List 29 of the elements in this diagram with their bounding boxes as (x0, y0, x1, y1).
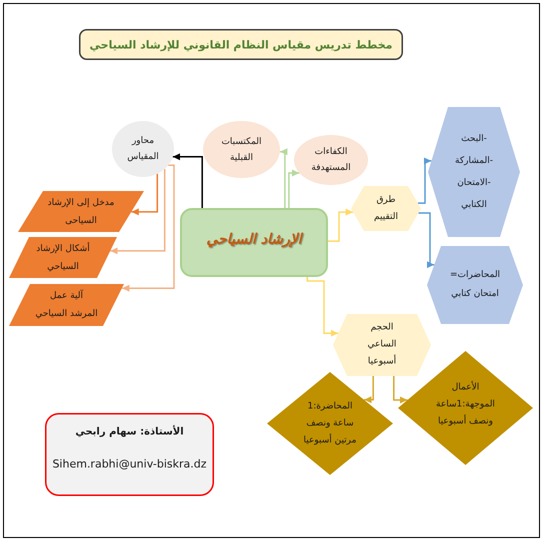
arrow (418, 212, 434, 268)
arrow (364, 376, 374, 404)
arrow (328, 208, 354, 242)
arrow (393, 376, 408, 404)
ellipse-node: المكتسبات القبلية (203, 121, 280, 178)
email-address: Sihem.rabhi@univ-biskra.dz (52, 458, 207, 470)
hexagon-node: طرق التقييم (351, 186, 421, 231)
parallelogram-node: آلية عمل المرشد السياحي (9, 284, 124, 326)
arrow (172, 153, 203, 208)
teacher-name: الأستاذة: سهام رابحي (75, 426, 184, 438)
hexagon-node: الحجم الساعي أسبوعيا (333, 314, 431, 376)
central-box: الإرشاد السياحي (180, 208, 328, 277)
diamond-node: المحاضرة:1 ساعة ونصف مرتين أسبوعيا (267, 372, 393, 475)
arrow (131, 174, 158, 216)
arrow (280, 148, 288, 208)
arrow (306, 277, 338, 337)
parallelogram-node: مدخل إلى الإرشاد السياحى (18, 191, 144, 232)
arrow (288, 170, 300, 208)
title-box: مخطط تدريس مقياس النظام القانوني للإرشاد السياحي (79, 29, 403, 60)
circle-node: محاور المقياس (112, 121, 174, 177)
ellipse-node: الكفاءات المستهدفة (294, 135, 368, 185)
info-box (45, 413, 214, 496)
arrow (122, 164, 175, 292)
hexagon-node: -البحث -المشاركة -الامتحان الكتابي (428, 107, 520, 237)
diamond-node: الأعمال الموجهة:1ساعة ونصف أسبوعيا (398, 351, 533, 465)
parallelogram-node: أشكال الإرشاد السياحي (9, 237, 117, 278)
arrow (110, 169, 166, 254)
hexagon-node: المحاضرات= امتحان كتابي (427, 246, 523, 324)
arrow (418, 157, 432, 204)
